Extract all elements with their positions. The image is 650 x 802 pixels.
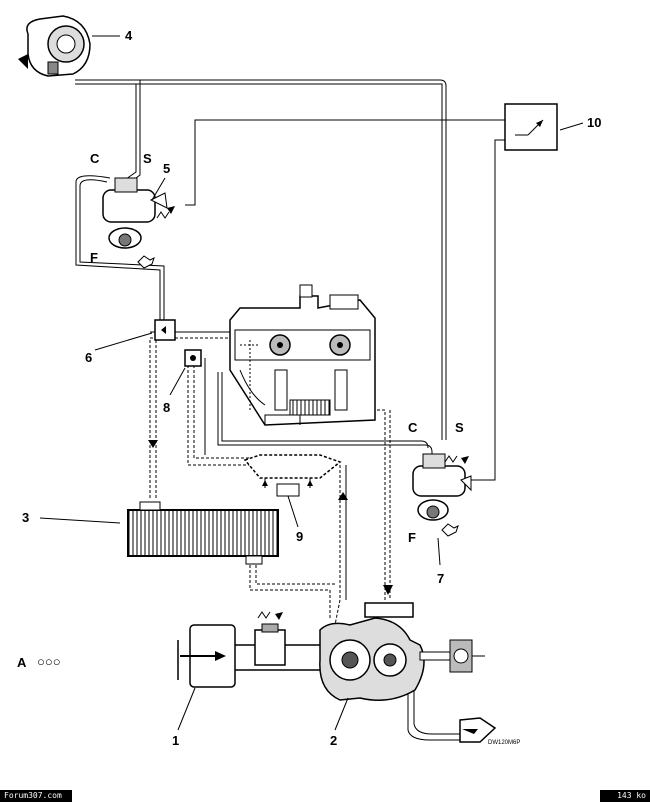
- footer-size: 143 ko: [600, 790, 650, 802]
- engine-icon: [229, 284, 376, 426]
- vacuum-lines: [75, 79, 505, 481]
- footer-site: Forum307.com: [0, 790, 72, 802]
- air-filter-icon: [177, 624, 330, 688]
- solenoid-valve-icon: [412, 453, 472, 521]
- label-8: 8: [163, 400, 170, 415]
- label-s-right: S: [455, 420, 464, 435]
- label-9: 9: [296, 529, 303, 544]
- exhaust-catalyst-icon: [459, 717, 497, 743]
- t-junction-icon: [154, 319, 176, 341]
- inlet-chamber-icon: [243, 454, 342, 497]
- label-1: 1: [172, 733, 179, 748]
- label-5: 5: [163, 161, 170, 176]
- turbocharger-icon: [319, 602, 485, 701]
- label-6: 6: [85, 350, 92, 365]
- drawing-code: DW120M6P: [488, 740, 520, 746]
- bypass-valve-icon: [184, 349, 202, 367]
- label-f-top: F: [90, 250, 98, 265]
- label-s-top: S: [143, 151, 152, 166]
- label-7: 7: [437, 571, 444, 586]
- label-c-top: C: [90, 151, 100, 166]
- ecu-icon: [504, 103, 558, 151]
- flow-arrows: [148, 440, 393, 595]
- label-c-right: C: [408, 420, 418, 435]
- label-f-right: F: [408, 530, 416, 545]
- label-10: 10: [587, 115, 601, 130]
- intercooler-icon: [127, 501, 279, 565]
- label-4: 4: [125, 28, 133, 43]
- solenoid-valve-icon: [102, 177, 175, 249]
- label-a: A: [17, 655, 27, 670]
- label-a-dots: ○○○: [37, 654, 61, 669]
- air-flow-meter-icon: [254, 611, 286, 666]
- vacuum-pump-icon: [18, 15, 91, 77]
- label-3: 3: [22, 510, 29, 525]
- label-2: 2: [330, 733, 337, 748]
